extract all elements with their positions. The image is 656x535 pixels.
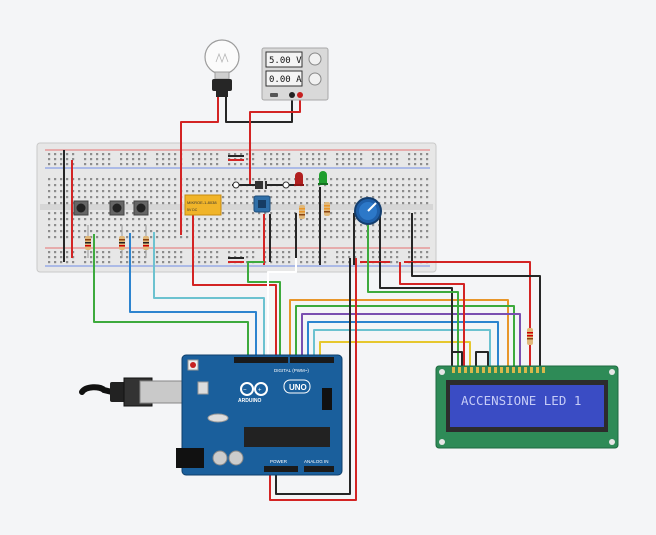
wire-green-lcd[interactable] <box>295 305 515 368</box>
power-supply[interactable]: 5.00 V 0.00 A <box>261 47 329 101</box>
wire-cyan-lcd[interactable] <box>313 329 491 368</box>
wire-red-bulb[interactable] <box>180 97 219 235</box>
led-red[interactable] <box>294 172 304 186</box>
power-header-label: POWER <box>270 459 288 464</box>
wire-blue-lcd[interactable] <box>307 321 499 368</box>
wire-red-backlight[interactable] <box>404 261 531 328</box>
arduino-uno-board[interactable]: DIGITAL (PWM~) − + ARDUINO UNO POWER ANA… <box>79 354 343 476</box>
digital-header-label: DIGITAL (PWM~) <box>274 368 309 373</box>
wire-red-lcd-vcc[interactable] <box>399 262 465 368</box>
wire-red-relay[interactable] <box>192 215 277 358</box>
resistor-led-green[interactable] <box>324 202 330 216</box>
resistor-2[interactable] <box>119 225 125 258</box>
push-button-3[interactable] <box>133 200 149 216</box>
microcontroller-chip <box>244 427 330 447</box>
wire-black-bulb[interactable] <box>225 97 293 123</box>
wire-cyan-button3[interactable] <box>153 232 265 358</box>
usb-cable-icon[interactable] <box>79 377 187 407</box>
resistor-3[interactable] <box>143 225 149 258</box>
wire-blue-button2[interactable] <box>129 233 257 358</box>
arduino-logo-icon: − + <box>240 382 268 396</box>
voltage-knob[interactable] <box>308 52 322 66</box>
lcd-pin-header <box>452 367 545 373</box>
wire-yellow-lcd[interactable] <box>319 341 471 368</box>
wire-purple-lcd[interactable] <box>301 313 521 368</box>
resistor-led-red[interactable] <box>299 205 305 219</box>
transistor[interactable] <box>253 195 271 213</box>
resistor-1[interactable] <box>85 225 91 258</box>
power-jack[interactable] <box>176 448 204 468</box>
light-bulb-icon[interactable] <box>204 39 240 97</box>
led-green[interactable] <box>318 171 328 185</box>
wire-black-arduino-gnd[interactable] <box>275 258 351 495</box>
lcd-display[interactable]: ACCENSIONE LED 1 <box>435 328 619 449</box>
relay-module[interactable]: MIKROE-1-8038 5V DC <box>184 194 222 216</box>
breadboard[interactable] <box>36 142 437 273</box>
wire-orange-lcd[interactable] <box>289 299 509 368</box>
wire-green-led[interactable] <box>247 261 281 358</box>
diode[interactable] <box>232 181 290 189</box>
svg-text:5V DC: 5V DC <box>187 208 198 212</box>
wire-red-supply[interactable] <box>249 98 301 185</box>
wire-black-lcd-gnd[interactable] <box>379 262 453 368</box>
resistor-backlight[interactable] <box>527 328 533 345</box>
push-button-1[interactable] <box>73 200 89 216</box>
push-button-2[interactable] <box>109 200 125 216</box>
current-knob[interactable] <box>308 72 322 86</box>
lcd-screen <box>450 385 604 427</box>
supply-current: 0.00 A <box>269 75 302 85</box>
svg-text:−: − <box>243 388 247 394</box>
svg-text:+: + <box>258 388 262 394</box>
arduino-model: UNO <box>289 383 307 392</box>
wire-green-pot[interactable] <box>367 225 459 368</box>
wire-black-backlight[interactable] <box>411 262 541 368</box>
wire-white-led[interactable] <box>267 258 297 358</box>
wire-red-arduino-5v[interactable] <box>269 258 357 501</box>
arduino-brand: ARDUINO <box>238 398 261 404</box>
relay-label: MIKROE-1-8038 <box>187 200 217 205</box>
potentiometer-knob-icon[interactable] <box>354 197 382 225</box>
lcd-text: ACCENSIONE LED 1 <box>461 393 581 408</box>
supply-voltage: 5.00 V <box>269 56 302 66</box>
analog-header-label: ANALOG IN <box>304 459 329 464</box>
wire-green-button1[interactable] <box>93 234 249 358</box>
